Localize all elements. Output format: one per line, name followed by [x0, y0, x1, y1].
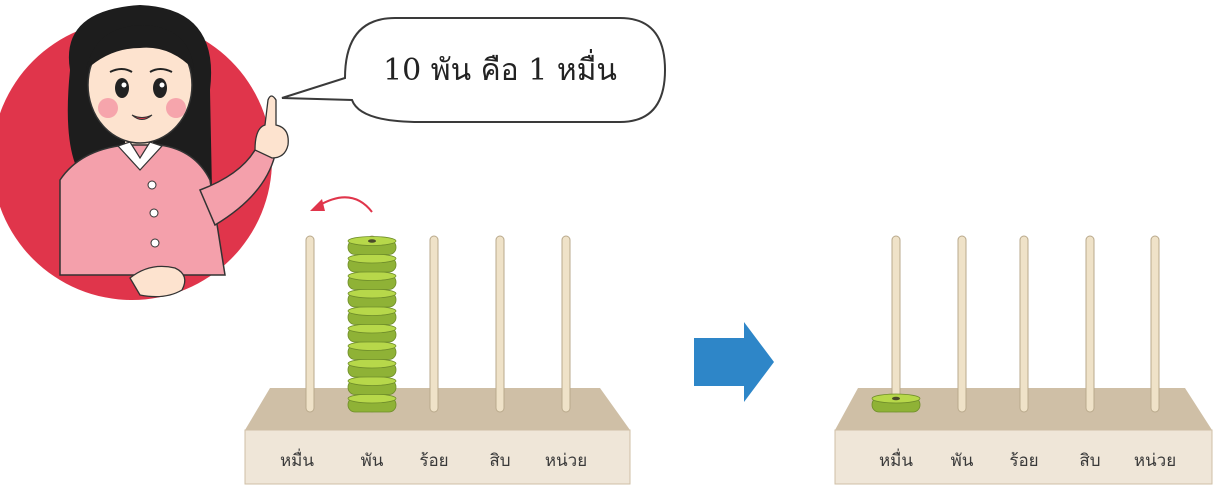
rod-hundreds: [1019, 235, 1029, 413]
rod-tens: [1085, 235, 1095, 413]
place-label-tens: สิบ: [1079, 451, 1100, 471]
bead-top: [347, 271, 397, 281]
abacus-after: หมื่น พัน ร้อย สิบ หน่วย: [834, 235, 1213, 485]
bead: [347, 393, 397, 413]
move-arrow-head-icon: [310, 199, 325, 211]
abacus-base-front: [834, 429, 1213, 485]
place-label-hundreds: ร้อย: [419, 451, 448, 471]
left-eye: [115, 78, 129, 98]
collar: [116, 141, 164, 171]
bangs: [86, 25, 194, 70]
rod-group: [305, 235, 571, 413]
place-label-ten-thousands: หมื่น: [280, 448, 314, 471]
bead-top: [347, 341, 397, 351]
bead-top: [347, 253, 397, 264]
bead-top: [347, 393, 397, 404]
place-label-ten-thousands: หมื่น: [879, 448, 913, 471]
place-label-hundreds: ร้อย: [1009, 451, 1038, 471]
lower-hand: [129, 265, 186, 298]
speech-bubble-shape: [281, 17, 667, 123]
bead-top: [347, 358, 397, 369]
place-labels: หมื่น พัน ร้อย สิบ หน่วย: [280, 448, 587, 471]
shirt-button: [149, 208, 159, 218]
left-cheek: [98, 98, 118, 118]
speech-bubble: 10 พัน คือ 1 หมื่น: [281, 17, 667, 123]
bead: [347, 288, 397, 308]
right-arrow-icon: [694, 322, 774, 402]
speech-bubble-text: 10 พัน คือ 1 หมื่น: [383, 49, 617, 88]
bead-top: [347, 376, 397, 386]
left-brow: [109, 68, 133, 73]
rod-ten-thousands: [305, 235, 315, 413]
bead: [347, 236, 397, 255]
place-label-thousands: พัน: [361, 451, 384, 471]
shirt-button: [150, 238, 160, 248]
place-label-tens: สิบ: [489, 451, 510, 471]
place-label-ones: หน่วย: [545, 451, 587, 471]
bead: [347, 253, 397, 273]
rod-tens: [495, 235, 505, 413]
move-arrow-curve: [317, 196, 373, 213]
bead-hole: [892, 396, 900, 401]
rod-thousands: [957, 235, 967, 413]
bead: [871, 393, 921, 413]
rod-hundreds: [429, 235, 439, 413]
transition-arrow-shape: [694, 322, 774, 402]
bead-group: [871, 393, 921, 413]
bead-hole: [368, 239, 376, 243]
bead: [347, 323, 397, 343]
mouth: [131, 114, 153, 120]
bead: [347, 341, 397, 360]
teacher-character: [0, 5, 289, 300]
bead-group: [347, 236, 397, 413]
bead-top: [347, 306, 397, 316]
bead-top: [347, 323, 397, 334]
bead: [347, 376, 397, 395]
bead-top: [347, 288, 397, 299]
left-eye-highlight: [121, 82, 127, 88]
rod-ones: [1150, 235, 1160, 413]
right-brow: [149, 68, 173, 73]
shirt-button: [147, 180, 157, 190]
bead: [347, 271, 397, 290]
right-eye-highlight: [159, 82, 165, 88]
right-cheek: [166, 98, 186, 118]
bead: [347, 358, 397, 378]
pointing-hand: [254, 95, 289, 159]
abacus-base-front: [244, 429, 631, 485]
place-label-ones: หน่วย: [1134, 451, 1176, 471]
place-label-thousands: พัน: [951, 451, 974, 471]
rod-ones: [561, 235, 571, 413]
right-eye: [153, 78, 167, 98]
rod-group: [891, 235, 1160, 413]
abacus-before: หมื่น พัน ร้อย สิบ หน่วย: [244, 196, 631, 485]
rod-ten-thousands: [891, 235, 901, 413]
bead: [347, 306, 397, 325]
place-labels: หมื่น พัน ร้อย สิบ หน่วย: [879, 448, 1176, 471]
